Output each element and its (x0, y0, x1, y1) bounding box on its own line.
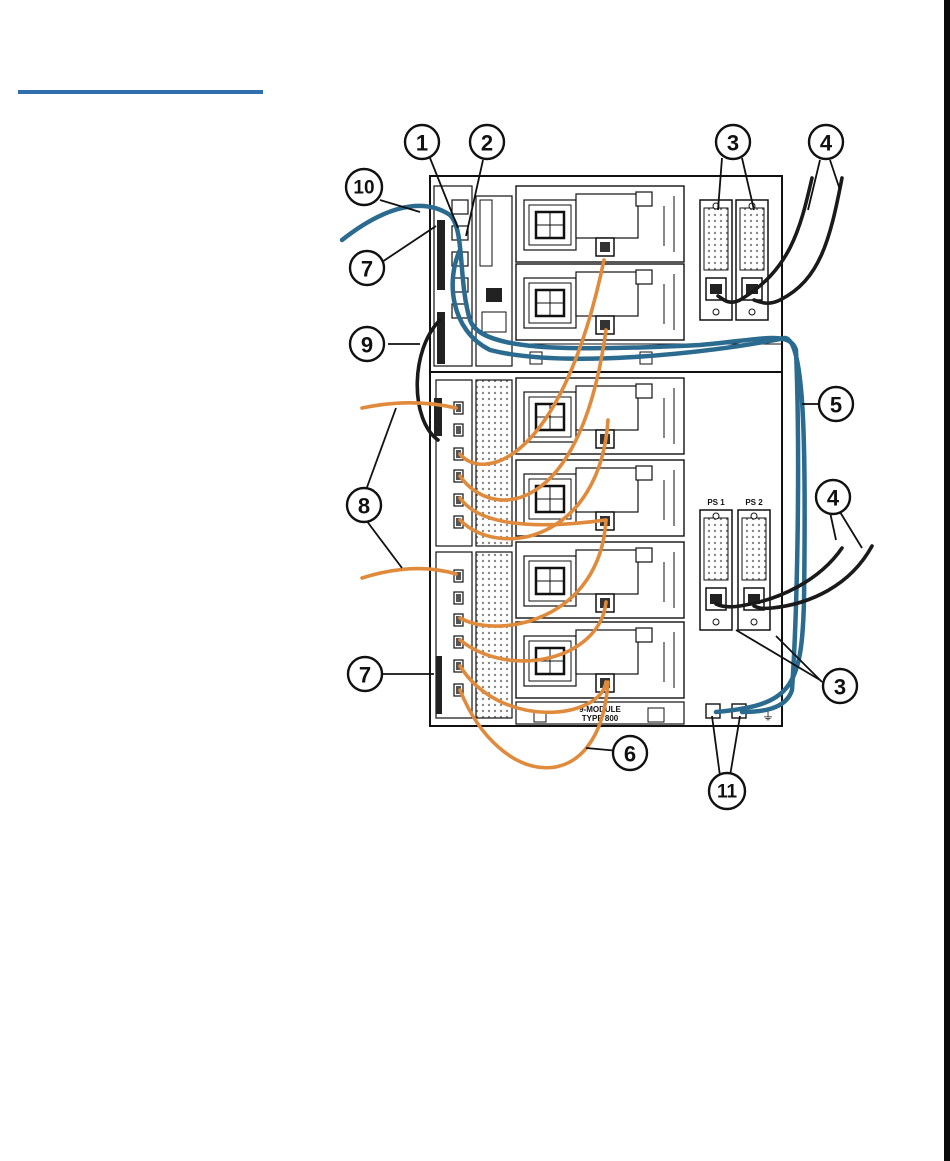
callout-3-bottom: 3 (823, 669, 857, 703)
svg-text:3: 3 (834, 675, 846, 700)
callout-2: 2 (470, 125, 504, 159)
svg-text:8: 8 (358, 494, 370, 519)
callout-4-top: 4 (809, 125, 843, 159)
ps2-label: PS 2 (745, 498, 763, 507)
callout-11: 11 (709, 773, 745, 809)
power-supply-bottom-2 (738, 510, 770, 630)
callout-8: 8 (347, 488, 381, 522)
ps1-label: PS 1 (707, 498, 725, 507)
callout-4-bottom: 4 (816, 480, 850, 514)
svg-text:6: 6 (624, 742, 636, 767)
callout-7-bottom: 7 (348, 657, 382, 691)
svg-text:11: 11 (717, 782, 738, 803)
svg-text:3: 3 (727, 131, 739, 156)
right-margin-bar (944, 0, 950, 1161)
callout-6: 6 (613, 736, 647, 770)
tape-drive-1 (516, 186, 684, 262)
svg-text:7: 7 (359, 663, 371, 688)
svg-text:7: 7 (361, 257, 373, 282)
tape-drive-3 (516, 378, 684, 454)
svg-text:4: 4 (827, 486, 840, 511)
svg-text:2: 2 (481, 131, 493, 156)
svg-text:4: 4 (820, 131, 833, 156)
svg-text:1: 1 (416, 131, 428, 156)
svg-text:10: 10 (353, 178, 374, 199)
callout-5: 5 (819, 387, 853, 421)
callout-9: 9 (350, 327, 384, 361)
callout-3-top: 3 (716, 125, 750, 159)
callout-1: 1 (405, 125, 439, 159)
callout-10: 10 (346, 169, 382, 205)
svg-text:9: 9 (361, 333, 373, 358)
scsi-terminator-icon (437, 220, 445, 290)
power-supply-bottom-1 (700, 510, 732, 630)
callout-7-top: 7 (350, 251, 384, 285)
svg-text:5: 5 (830, 393, 842, 418)
